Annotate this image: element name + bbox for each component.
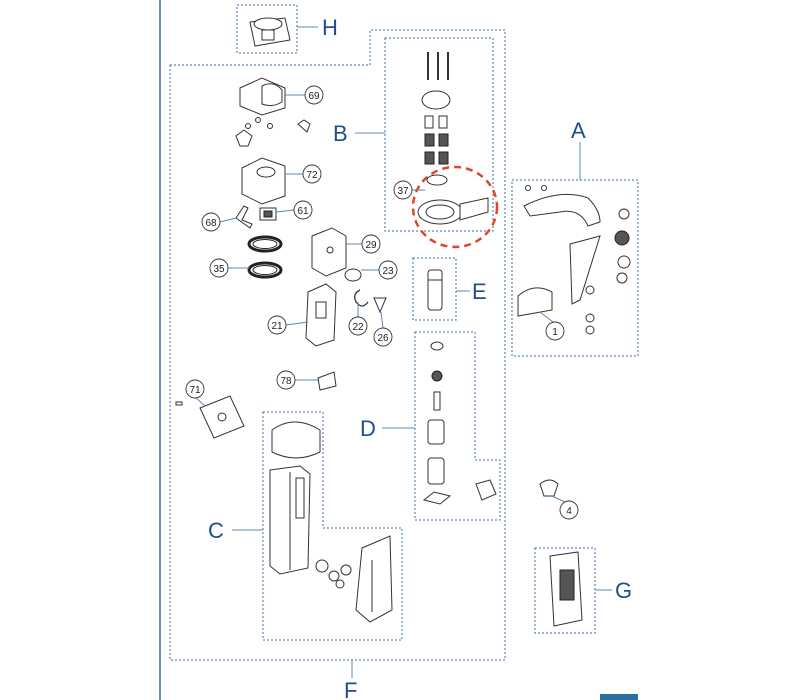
part-a-arm (517, 185, 631, 335)
callout-26: 26 (373, 311, 393, 347)
group-g-outline (534, 547, 596, 634)
group-label-h: H (322, 15, 338, 40)
group-d-outline (414, 331, 501, 521)
group-label-c: C (208, 518, 224, 543)
part-21-body (305, 283, 337, 347)
group-f-outline (169, 29, 506, 661)
group-label-g: G (615, 578, 632, 603)
part-g-module (549, 551, 583, 627)
highlight-circle (411, 165, 499, 249)
part-37-wrench-ring (417, 197, 489, 225)
part-rings (247, 235, 283, 279)
part-c-cover (355, 535, 393, 623)
svg-text:69: 69 (308, 91, 320, 102)
group-b-outline (384, 37, 494, 232)
part-e-cartridge (427, 269, 443, 311)
svg-text:22: 22 (352, 322, 364, 333)
svg-text:4: 4 (566, 506, 572, 517)
group-e-outline (412, 257, 457, 321)
part-c-gear-set (315, 559, 352, 589)
callout-22: 22 (348, 302, 368, 336)
part-c-column (269, 465, 311, 575)
group-h-outline (236, 4, 298, 54)
callout-78: 78 (276, 370, 318, 390)
svg-text:68: 68 (205, 218, 217, 229)
group-c-outline (262, 411, 403, 641)
part-22-spring (354, 289, 369, 307)
part-4-knob (539, 479, 559, 497)
part-78-bracket (317, 371, 337, 391)
part-h-head (249, 17, 291, 47)
callout-61: 61 (275, 200, 313, 220)
group-label-f: F (344, 678, 357, 700)
part-26-triangle (373, 297, 387, 314)
group-a-outline (511, 179, 639, 357)
part-b-stack (421, 52, 451, 186)
svg-text:26: 26 (377, 333, 389, 344)
part-61-clip (259, 207, 277, 221)
part-d-stack (422, 341, 497, 505)
callout-4: 4 (551, 495, 579, 520)
svg-text:1: 1 (552, 327, 558, 338)
svg-text:61: 61 (297, 206, 309, 217)
part-69-bracket (235, 77, 311, 147)
group-label-e: E (472, 279, 487, 304)
callout-71: 71 (185, 379, 206, 407)
callout-72: 72 (285, 164, 322, 184)
svg-text:72: 72 (306, 170, 318, 181)
part-29-block (311, 227, 347, 277)
group-label-b: B (333, 121, 348, 146)
callout-29: 29 (346, 234, 381, 254)
group-label-d: D (360, 416, 376, 441)
part-72-housing (241, 157, 286, 205)
svg-text:78: 78 (280, 376, 292, 387)
part-23-washer (344, 268, 362, 282)
part-68-clip (235, 205, 253, 229)
svg-text:71: 71 (189, 385, 201, 396)
svg-text:23: 23 (382, 266, 394, 277)
callout-21: 21 (267, 315, 309, 335)
svg-text:21: 21 (271, 321, 283, 332)
part-71-plate (175, 395, 245, 439)
svg-text:35: 35 (213, 264, 225, 275)
callout-68: 68 (201, 212, 237, 232)
group-label-a: A (571, 118, 586, 143)
callout-69: 69 (285, 85, 324, 105)
part-c-cap (271, 421, 321, 459)
corner-badge (600, 694, 638, 700)
svg-text:37: 37 (397, 186, 409, 197)
svg-text:29: 29 (365, 240, 377, 251)
callout-1: 1 (539, 311, 565, 341)
callout-35: 35 (209, 258, 249, 278)
callout-23: 23 (361, 260, 398, 280)
callout-37: 37 (393, 180, 425, 200)
